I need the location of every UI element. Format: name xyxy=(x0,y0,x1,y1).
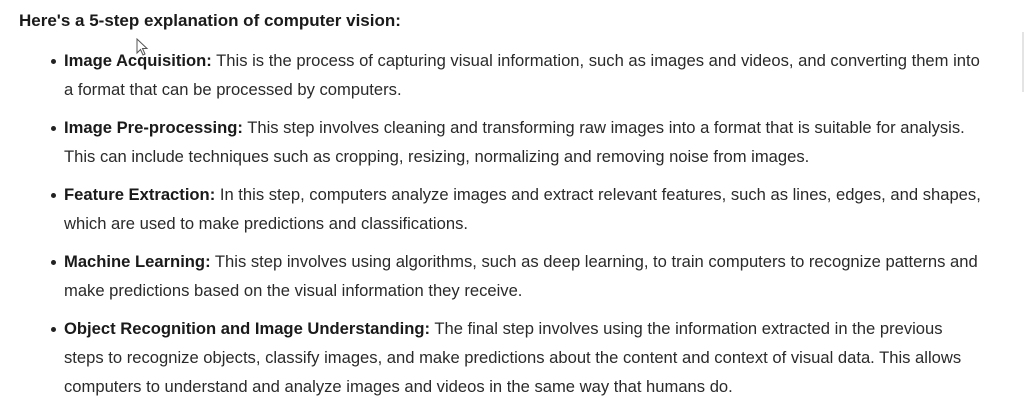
bullet-icon xyxy=(51,260,56,265)
list-item: Object Recognition and Image Understandi… xyxy=(51,314,984,401)
item-text: This step involves using algorithms, suc… xyxy=(64,252,978,300)
item-title: Feature Extraction: xyxy=(64,185,216,204)
item-text: This is the process of capturing visual … xyxy=(64,51,980,99)
item-text: In this step, computers analyze images a… xyxy=(64,185,981,233)
list-item: Feature Extraction: In this step, comput… xyxy=(51,180,984,238)
list-item: Image Pre-processing: This step involves… xyxy=(51,113,984,171)
item-title: Object Recognition and Image Understandi… xyxy=(64,319,431,338)
item-title: Machine Learning: xyxy=(64,252,211,271)
response-heading: Here's a 5-step explanation of computer … xyxy=(19,11,401,30)
item-text: This step involves cleaning and transfor… xyxy=(64,118,965,166)
bullet-icon xyxy=(51,126,56,131)
item-title: Image Pre-processing: xyxy=(64,118,243,137)
bullet-icon xyxy=(51,327,56,332)
item-text: The final step involves using the inform… xyxy=(64,319,962,396)
item-title: Image Acquisition: xyxy=(64,51,212,70)
list-item: Image Acquisition: This is the process o… xyxy=(51,46,984,104)
mouse-cursor-icon xyxy=(136,38,149,56)
bullet-icon xyxy=(51,59,56,64)
bullet-icon xyxy=(51,193,56,198)
scrollbar[interactable] xyxy=(1022,32,1024,92)
steps-list: Image Acquisition: This is the process o… xyxy=(0,46,984,410)
list-item: Machine Learning: This step involves usi… xyxy=(51,247,984,305)
